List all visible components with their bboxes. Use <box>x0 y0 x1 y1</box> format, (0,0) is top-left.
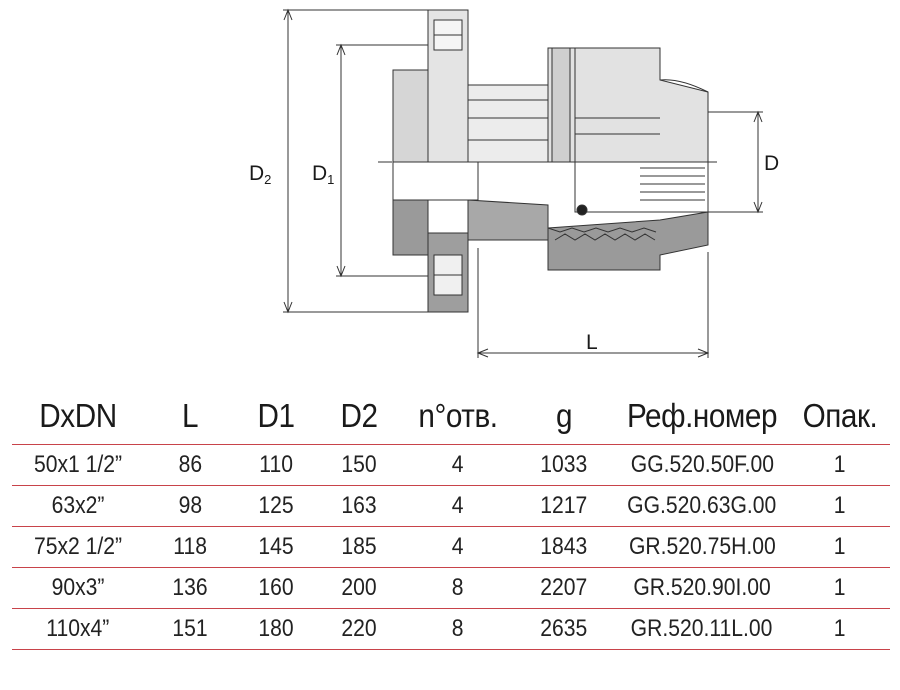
table-row: 90x3” 136 160 200 8 2207 GR.520.90I.00 1 <box>12 567 890 609</box>
specification-table: DxDN L D1 D2 n°отв. g Реф.номер Опак. 50… <box>12 388 890 650</box>
dimension-label-d1: D1 <box>312 162 334 187</box>
cell-l: 136 <box>144 567 236 609</box>
cell-ref-number: GR.520.90I.00 <box>614 567 790 609</box>
cell-holes: 4 <box>402 526 514 568</box>
cell-d2: 163 <box>316 485 402 527</box>
fitting-technical-drawing: D2 D1 D L <box>249 8 779 358</box>
header-g: g <box>555 397 573 434</box>
header-pack: Опак. <box>802 397 878 434</box>
cell-l: 86 <box>144 444 236 486</box>
header-l: L <box>181 397 199 434</box>
cell-l: 98 <box>144 485 236 527</box>
table-row: 50x1 1/2” 86 110 150 4 1033 GG.520.50F.0… <box>12 444 890 486</box>
cell-ref-number: GG.520.63G.00 <box>614 485 790 527</box>
cell-dxdn: 90x3” <box>12 567 144 609</box>
cell-d1: 110 <box>236 444 316 486</box>
header-holes: n°отв. <box>418 397 498 434</box>
cell-g: 1033 <box>514 444 614 486</box>
cell-d1: 180 <box>236 608 316 650</box>
header-ref-number: Реф.номер <box>626 397 778 434</box>
cell-g: 1843 <box>514 526 614 568</box>
cell-ref-number: GR.520.11L.00 <box>614 608 790 650</box>
table-header-row: DxDN L D1 D2 n°отв. g Реф.номер Опак. <box>12 388 890 445</box>
cell-d2: 200 <box>316 567 402 609</box>
cell-holes: 8 <box>402 608 514 650</box>
cell-pack: 1 <box>790 526 890 568</box>
cell-pack: 1 <box>790 567 890 609</box>
cell-holes: 4 <box>402 444 514 486</box>
cell-ref-number: GR.520.75H.00 <box>614 526 790 568</box>
cell-d2: 220 <box>316 608 402 650</box>
header-dxdn: DxDN <box>39 397 117 434</box>
cell-dxdn: 63x2” <box>12 485 144 527</box>
dimension-label-d2: D2 <box>249 162 271 187</box>
cell-g: 2635 <box>514 608 614 650</box>
fitting-body <box>392 9 709 313</box>
cell-holes: 8 <box>402 567 514 609</box>
cell-pack: 1 <box>790 608 890 650</box>
header-d2: D2 <box>340 397 378 434</box>
cell-dxdn: 50x1 1/2” <box>12 444 144 486</box>
cell-d1: 125 <box>236 485 316 527</box>
cell-d1: 160 <box>236 567 316 609</box>
cell-d2: 150 <box>316 444 402 486</box>
cell-g: 2207 <box>514 567 614 609</box>
cell-pack: 1 <box>790 485 890 527</box>
cell-d2: 185 <box>316 526 402 568</box>
cell-holes: 4 <box>402 485 514 527</box>
cell-g: 1217 <box>514 485 614 527</box>
cell-ref-number: GG.520.50F.00 <box>614 444 790 486</box>
header-d1: D1 <box>257 397 295 434</box>
table-row: 75x2 1/2” 118 145 185 4 1843 GR.520.75H.… <box>12 526 890 568</box>
cell-l: 151 <box>144 608 236 650</box>
cell-l: 118 <box>144 526 236 568</box>
cell-d1: 145 <box>236 526 316 568</box>
cell-dxdn: 75x2 1/2” <box>12 526 144 568</box>
cell-pack: 1 <box>790 444 890 486</box>
table-row: 63x2” 98 125 163 4 1217 GG.520.63G.00 1 <box>12 485 890 527</box>
dimension-label-l: L <box>586 331 598 354</box>
dimension-label-d: D <box>764 152 779 175</box>
cell-dxdn: 110x4” <box>12 608 144 650</box>
table-row: 110x4” 151 180 220 8 2635 GR.520.11L.00 … <box>12 608 890 650</box>
